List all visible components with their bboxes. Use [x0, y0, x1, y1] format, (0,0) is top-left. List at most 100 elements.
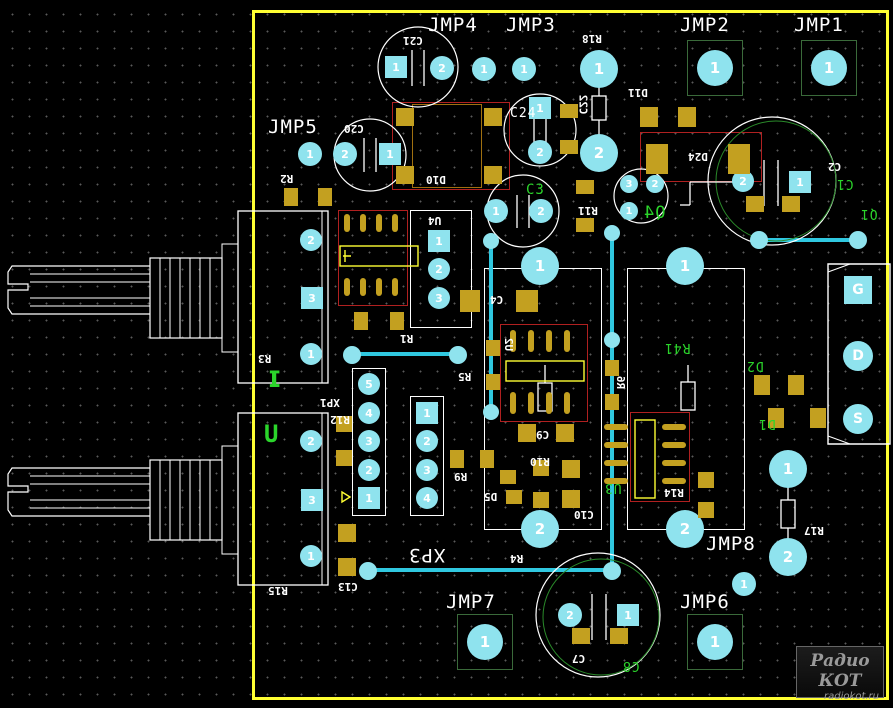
r3-pad-2[interactable]: 2	[300, 229, 322, 251]
via-2	[849, 231, 867, 249]
r10-pad-top	[533, 460, 549, 476]
conn-pad-1[interactable]: 1	[416, 402, 438, 424]
jmp6-pad[interactable]: 1	[697, 624, 733, 660]
c9-pad-left	[518, 424, 536, 442]
c21-pad-2[interactable]: 2	[430, 56, 454, 80]
c10-pad-bottom	[562, 490, 580, 508]
c24-pad-1[interactable]: 1	[529, 97, 551, 119]
u1-pin-4	[392, 214, 398, 232]
jmp2-outline	[687, 40, 743, 96]
silk-c10: C10	[574, 508, 594, 521]
module-left-pad-2[interactable]: 2	[521, 510, 559, 548]
module-right-pad-1[interactable]: 1	[666, 247, 704, 285]
u3-footprint	[630, 412, 690, 502]
jmp8-pad[interactable]: 1	[732, 572, 756, 596]
label-c1: C1	[836, 176, 854, 191]
label-u3: U3	[604, 480, 622, 495]
silk-c13: C13	[338, 580, 358, 593]
q4-pad-1[interactable]: 1	[620, 202, 638, 220]
jmp5-pad[interactable]: 1	[298, 142, 322, 166]
q4-pad-2[interactable]: 2	[646, 175, 664, 193]
via-5	[343, 346, 361, 364]
silk-c2: C2	[828, 160, 842, 173]
c2-smd-right	[782, 196, 800, 212]
jmp4-pad[interactable]: 1	[472, 57, 496, 81]
r9-pad-right	[480, 450, 494, 468]
c20-pad-1[interactable]: 1	[379, 143, 401, 165]
jmp3-pad[interactable]: 1	[512, 57, 536, 81]
q1-pad-g[interactable]: G	[844, 276, 872, 304]
r3-pad-1[interactable]: 1	[300, 343, 322, 365]
c20-pad-2[interactable]: 2	[333, 142, 357, 166]
r15-pad-3[interactable]: 3	[301, 489, 323, 511]
xp1-pad-3[interactable]: 3	[358, 430, 380, 452]
r5-pad-top	[486, 340, 500, 356]
xp1-pad-1[interactable]: 1	[358, 487, 380, 509]
silk-r5: R5	[458, 370, 472, 383]
c3-pad-1[interactable]: 1	[484, 199, 508, 223]
label-c8: C8	[622, 658, 640, 673]
jmp1-pad[interactable]: 1	[811, 50, 847, 86]
q1-pad-d[interactable]: D	[843, 341, 873, 371]
c2-pad-2[interactable]: 2	[732, 170, 754, 192]
c8-pad-2[interactable]: 2	[558, 603, 582, 627]
r2-pad-right	[318, 188, 332, 206]
r6-pad-top	[605, 360, 619, 376]
conn-pad-4[interactable]: 4	[416, 487, 438, 509]
d10-pad-br	[484, 166, 502, 184]
r11-pad-bottom	[576, 218, 594, 232]
jmp7-outline	[457, 614, 513, 670]
c3-pad-2[interactable]: 2	[529, 199, 553, 223]
connector-4pin-outline	[410, 396, 444, 516]
silk-r11: R11	[578, 204, 598, 217]
r1-pad-left	[354, 312, 368, 330]
u3-pin-4	[662, 478, 686, 484]
jumper-label-jmp7: JMP7	[446, 591, 496, 613]
silk-r15: R15	[268, 584, 288, 597]
u4-pad-1[interactable]: 1	[428, 230, 450, 252]
d2-pad-right	[788, 375, 804, 395]
q1-pad-s[interactable]: S	[843, 404, 873, 434]
u4-pad-3[interactable]: 3	[428, 287, 450, 309]
via-3	[483, 233, 499, 249]
c8-pad-1[interactable]: 1	[617, 604, 639, 626]
module-left-pad-1[interactable]: 1	[521, 247, 559, 285]
d1-pad-left	[768, 408, 784, 428]
q4-pad-3[interactable]: 3	[620, 175, 638, 193]
silk-r18: R18	[582, 32, 602, 45]
r15-pad-1[interactable]: 1	[300, 545, 322, 567]
c2-pad-1[interactable]: 1	[789, 171, 811, 193]
r17-pad-1[interactable]: 1	[769, 450, 807, 488]
conn-pad-3[interactable]: 3	[416, 459, 438, 481]
r18-pad-1[interactable]: 1	[580, 50, 618, 88]
silk-r6: R6	[614, 375, 628, 390]
d11-pad-left	[640, 107, 658, 127]
r2-pad-left	[284, 188, 298, 206]
xp1-pad-2[interactable]: 2	[358, 459, 380, 481]
d10-pad-tr	[484, 108, 502, 126]
r3-pad-3[interactable]: 3	[301, 287, 323, 309]
d24-pad-left	[646, 144, 668, 174]
r15-pad-2[interactable]: 2	[300, 430, 322, 452]
conn-pad-2[interactable]: 2	[416, 430, 438, 452]
label-c24: C24	[510, 106, 537, 121]
silk-r17: R17	[804, 524, 824, 537]
r11-pad-top	[576, 180, 594, 194]
u3-pin-5	[604, 424, 628, 430]
module-right-pad-2[interactable]: 2	[666, 510, 704, 548]
c22-pad-top	[560, 104, 578, 118]
xp1-outline	[352, 368, 386, 516]
xp1-pad-5[interactable]: 5	[358, 373, 380, 395]
jumper-label-jmp4: JMP4	[428, 14, 478, 36]
jmp7-pad[interactable]: 1	[467, 624, 503, 660]
r18-pad-2[interactable]: 2	[580, 134, 618, 172]
r17-pad-2[interactable]: 2	[769, 538, 807, 576]
c24-pad-2[interactable]: 2	[528, 140, 552, 164]
xp1-pad-4[interactable]: 4	[358, 402, 380, 424]
silk-r3: R3	[258, 352, 272, 365]
u4-pad-2[interactable]: 2	[428, 258, 450, 280]
via-9	[359, 562, 377, 580]
jmp2-pad[interactable]: 1	[697, 50, 733, 86]
c21-pad-1[interactable]: 1	[385, 56, 407, 78]
